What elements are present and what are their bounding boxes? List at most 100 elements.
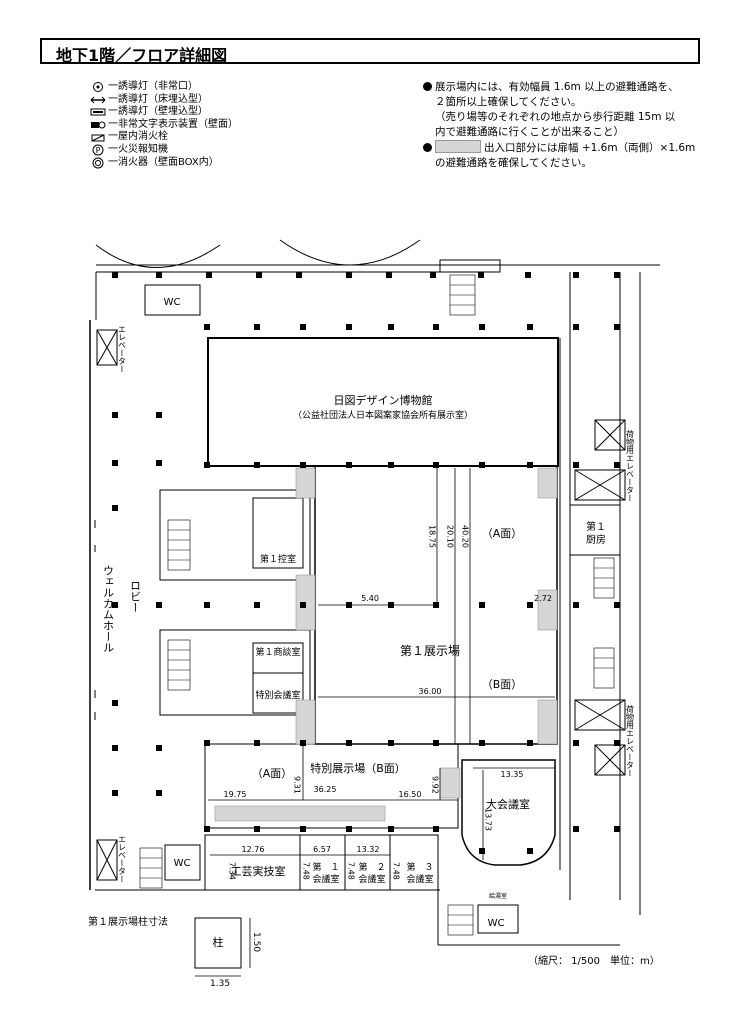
- dim-label: 9.92: [431, 776, 440, 794]
- dim-label: 36.00: [419, 687, 442, 696]
- bullet-icon: [423, 82, 432, 91]
- dim-label: 9.31: [293, 776, 302, 794]
- legend-item: 一誘導灯（非常口）: [88, 81, 238, 94]
- special-face-a-label: （A面）: [252, 767, 293, 780]
- note-line: 展示場内には、有効幅員 1.6m 以上の避難通路を、: [423, 80, 695, 95]
- dim-label: 40.20: [461, 525, 470, 548]
- business-room-label: 第１商談室: [255, 646, 300, 658]
- pillar-height-label: 1.50: [251, 932, 261, 952]
- elevator-label: エレベーター: [118, 835, 127, 883]
- dim-label: 7.48: [392, 862, 401, 880]
- wc-bottom-left: [164, 844, 201, 881]
- dim-label: 12.76: [242, 845, 265, 854]
- dim-label: 16.50: [399, 790, 422, 799]
- pillar-caption: 第１展示場柱寸法: [88, 917, 168, 928]
- note-line: （売り場等のそれぞれの地点から歩行距離 15m 以: [423, 110, 695, 125]
- freight-elevator-top2: [574, 469, 626, 501]
- face-b-label: （B面）: [482, 678, 523, 691]
- legend-item: 一誘導灯（壁埋込型）: [88, 106, 238, 119]
- special-conf-room: [252, 672, 304, 714]
- conf1-label-2: 会議室: [312, 873, 339, 885]
- legend-label: 一誘導灯（非常口）: [108, 81, 198, 92]
- legend-label: 一火災報知機: [108, 143, 168, 155]
- wc-label: WC: [488, 918, 505, 929]
- wc-bottom-right: [477, 904, 519, 934]
- conf2-label: 第 ２: [358, 861, 385, 873]
- pillar-detail: 柱 1.50 1.35: [194, 917, 261, 989]
- legend: 一誘導灯（非常口） 一誘導灯（床埋込型） 一誘導灯（壁埋込型） 一非常文字表示装…: [88, 81, 238, 169]
- entrance-arc: [279, 239, 421, 266]
- freight-elevator-bottom: [594, 744, 626, 776]
- legend-label: 一誘導灯（壁埋込型）: [108, 106, 208, 118]
- dim-label: 7.34: [228, 862, 237, 880]
- control-room: [252, 497, 304, 569]
- freight-elevator-label: 荷物用エレベーター: [626, 429, 635, 502]
- exit-zones: [214, 467, 558, 822]
- note-line: の避難通路を確保してください。: [423, 156, 695, 171]
- dim-label: 20.10: [446, 525, 455, 548]
- legend-label: 一非常文字表示装置（壁面）: [108, 118, 238, 130]
- legend-label: 一屋内消火栓: [108, 131, 168, 143]
- pillar-width-label: 1.35: [210, 979, 230, 989]
- note-line: 出入口部分には扉幅 +1.6m（両側）×1.6m: [423, 140, 695, 156]
- special-hall-label: 特別展示場（B面）: [310, 761, 406, 775]
- title-box: 地下1階／フロア詳細図: [40, 38, 700, 65]
- dim-label: 36.25: [314, 785, 337, 794]
- fire-alarm-icon: P: [88, 144, 108, 156]
- exit-light-icon: [88, 82, 108, 93]
- note-text: （売り場等のそれぞれの地点から歩行距離 15m 以: [435, 111, 676, 123]
- entrance-arc: [95, 244, 221, 268]
- museum-title: 日図デザイン博物館: [334, 393, 433, 407]
- room-block: [159, 629, 311, 716]
- note-line: 内で避難通路に行くことが出来ること）: [423, 125, 695, 140]
- dim-label: 6.57: [313, 845, 331, 854]
- note-line: ２箇所以上確保してください。: [423, 95, 695, 110]
- notes: 展示場内には、有効幅員 1.6m 以上の避難通路を、 ２箇所以上確保してください…: [423, 80, 695, 171]
- floor-light-icon: [88, 96, 108, 104]
- control-room-label: 第１控室: [260, 553, 296, 565]
- wc-label: WC: [164, 297, 181, 308]
- conf2-label-2: 会議室: [358, 873, 385, 885]
- note-text: 出入口部分には扉幅 +1.6m（両側）×1.6m: [484, 142, 696, 154]
- dim-label: 13.73: [484, 808, 493, 831]
- conf3-label: 第 ３: [406, 861, 433, 873]
- note-text: ２箇所以上確保してください。: [435, 96, 582, 108]
- wc-top: [144, 284, 201, 316]
- kyuto-label: 給湯室: [489, 892, 507, 900]
- dim-label: 19.75: [224, 790, 247, 799]
- note-text: 内で避難通路に行くことが出来ること）: [435, 126, 624, 138]
- face-a-label: （A面）: [482, 527, 523, 540]
- legend-item: 一屋内消火栓: [88, 131, 238, 144]
- extinguisher-icon: [88, 157, 108, 169]
- dim-label: 2.72: [534, 594, 552, 603]
- kitchen-label-2: 厨房: [586, 533, 606, 546]
- room-block: [159, 489, 311, 581]
- kitchen-label: 第１: [586, 520, 606, 533]
- wall-light-icon: [88, 107, 108, 117]
- dim-label: 7.48: [302, 862, 311, 880]
- elevator-label: エレベーター: [118, 325, 127, 373]
- lobby-label: ロビー: [129, 580, 142, 613]
- wc-label: WC: [174, 858, 191, 869]
- dimension-lines: [208, 468, 555, 860]
- legend-item: 一誘導灯（床埋込型）: [88, 94, 238, 107]
- page-title: 地下1階／フロア詳細図: [56, 46, 228, 65]
- big-conf-label: 大会議室: [486, 797, 530, 811]
- freight-elevator-bottom2: [574, 699, 626, 731]
- scale-label: （縮尺： 1/500 単位：m）: [528, 956, 660, 967]
- elevator-left-bottom: [96, 839, 118, 881]
- big-conference-room: [461, 759, 556, 866]
- dim-label: 7.48: [347, 862, 356, 880]
- note-text: の避難通路を確保してください。: [435, 157, 592, 169]
- dim-label: 5.40: [361, 594, 379, 603]
- bullet-icon: [423, 143, 432, 152]
- welcome-hall-label: ウェルカムホール: [102, 565, 115, 653]
- note-text: 展示場内には、有効幅員 1.6m 以上の避難通路を、: [435, 81, 679, 93]
- hall1-label: 第１展示場: [400, 644, 460, 658]
- columns: [112, 272, 620, 854]
- freight-elevator-top: [594, 419, 626, 451]
- dim-label: 18.75: [428, 525, 437, 548]
- stairs: [139, 274, 615, 936]
- legend-label: 一誘導灯（床埋込型）: [108, 93, 208, 105]
- special-conf-label: 特別会議室: [255, 689, 300, 701]
